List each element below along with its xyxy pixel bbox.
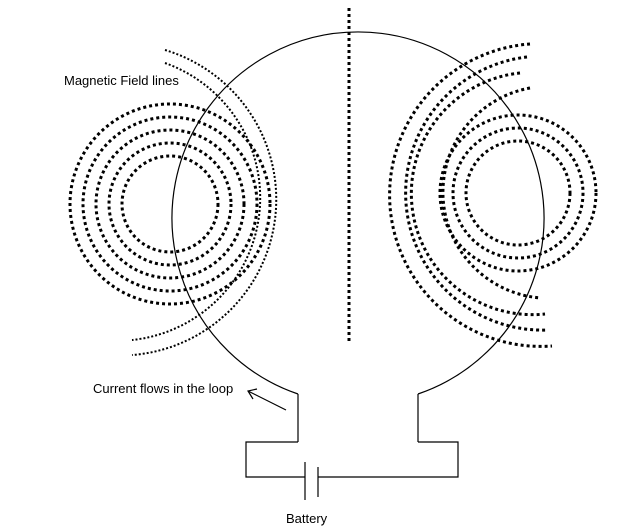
left-field-lines (68, 102, 272, 306)
left-field-circle-2 (107, 141, 233, 267)
wire-right (318, 441, 459, 478)
right-field-circle-1 (464, 139, 572, 247)
current-label: Current flows in the loop (93, 381, 233, 396)
left-field-circle-4 (81, 115, 259, 293)
current-arrow-icon (247, 388, 287, 411)
right-field-circle-3 (438, 113, 598, 273)
current-loop (171, 31, 545, 395)
left-outer-field-lines (131, 49, 278, 356)
left-field-circle-3 (94, 128, 246, 280)
right-field-arc-4 (388, 42, 553, 348)
left-field-arc-2 (131, 49, 278, 356)
battery-label: Battery (286, 511, 328, 526)
wire-left (245, 441, 305, 478)
left-field-arc-1 (131, 62, 262, 341)
right-outer-field-lines (388, 42, 553, 348)
right-field-arc-1 (441, 86, 542, 300)
right-field-lines (438, 113, 598, 273)
left-field-circle-1 (120, 154, 220, 254)
right-field-arc-3 (404, 55, 549, 332)
circuit (171, 31, 545, 500)
right-field-arc-2 (409, 71, 546, 317)
field-lines-label: Magnetic Field lines (64, 73, 179, 88)
left-field-circle-5 (68, 102, 272, 306)
right-field-circle-2 (451, 126, 585, 260)
